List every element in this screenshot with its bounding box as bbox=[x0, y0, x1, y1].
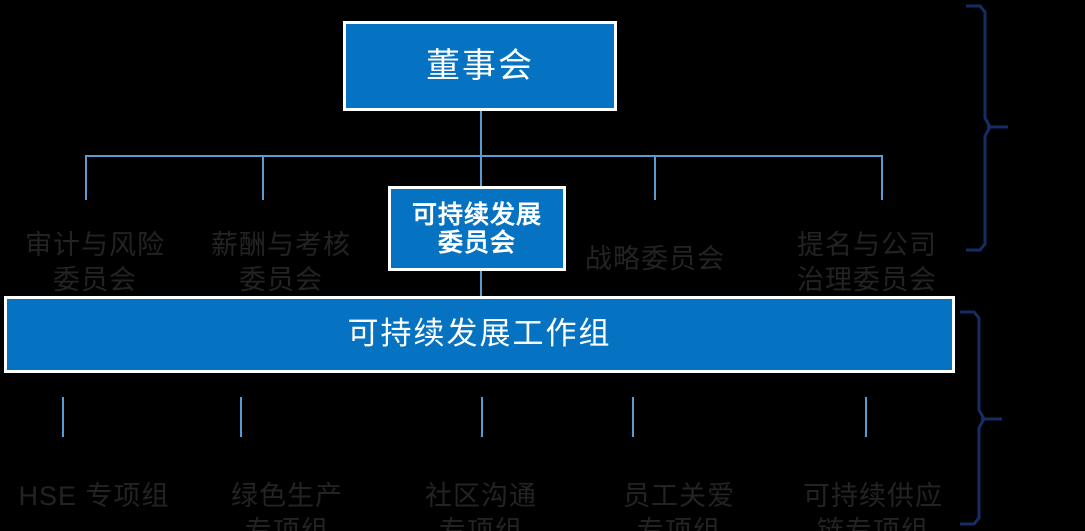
connector-team-5 bbox=[865, 397, 867, 437]
connector-board-down bbox=[480, 111, 482, 156]
node-board-label: 董事会 bbox=[426, 46, 534, 85]
connector-committee-5 bbox=[881, 155, 883, 200]
node-compensation-committee-label: 薪酬与考核 委员会 bbox=[211, 230, 351, 296]
workgroup-level-bracket-shape bbox=[960, 310, 1002, 526]
node-employee-care-team-label: 员工关爱 专项组 bbox=[623, 481, 735, 531]
connector-committee-4 bbox=[654, 155, 656, 200]
node-nomination-governance-committee[interactable]: 提名与公司 治理委员会 bbox=[772, 193, 962, 298]
connector-committee-3 bbox=[480, 155, 482, 187]
connector-team-1 bbox=[62, 397, 64, 437]
node-hse-team[interactable]: HSE 专项组 bbox=[0, 444, 194, 514]
node-green-production-team[interactable]: 绿色生产 专项组 bbox=[192, 444, 382, 531]
connector-team-4 bbox=[632, 397, 634, 437]
node-nomination-governance-committee-label: 提名与公司 治理委员会 bbox=[797, 230, 937, 296]
node-strategy-committee[interactable]: 战略委员会 bbox=[570, 207, 740, 277]
node-sustainability-workgroup-label: 可持续发展工作组 bbox=[347, 316, 612, 352]
connector-committee-rail bbox=[85, 155, 883, 157]
node-compensation-committee[interactable]: 薪酬与考核 委员会 bbox=[186, 193, 376, 298]
node-community-communication-team-label: 社区沟通 专项组 bbox=[425, 481, 537, 531]
connector-team-3 bbox=[481, 397, 483, 437]
node-community-communication-team[interactable]: 社区沟通 专项组 bbox=[386, 444, 576, 531]
node-hse-team-label: HSE 专项组 bbox=[18, 481, 170, 512]
node-sustainability-workgroup[interactable]: 可持续发展工作组 bbox=[4, 296, 955, 373]
node-green-production-team-label: 绿色生产 专项组 bbox=[231, 481, 343, 531]
workgroup-level-bracket bbox=[940, 300, 1015, 531]
node-strategy-committee-label: 战略委员会 bbox=[585, 244, 725, 275]
node-audit-risk-committee-label: 审计与风险 委员会 bbox=[25, 230, 165, 296]
node-sustainability-committee[interactable]: 可持续发展 委员会 bbox=[388, 186, 566, 271]
node-board-of-directors[interactable]: 董事会 bbox=[343, 21, 617, 111]
node-audit-risk-committee[interactable]: 审计与风险 委员会 bbox=[0, 193, 190, 298]
node-sustainable-supply-chain-team-label: 可持续供应 链专项组 bbox=[803, 481, 943, 531]
connector-team-2 bbox=[240, 397, 242, 437]
node-sustainability-committee-label: 可持续发展 委员会 bbox=[411, 200, 542, 257]
board-level-bracket bbox=[960, 0, 1015, 270]
connector-committee-1 bbox=[85, 155, 87, 200]
connector-committee-2 bbox=[262, 155, 264, 200]
connector-committee-to-workgroup bbox=[480, 270, 482, 298]
node-employee-care-team[interactable]: 员工关爱 专项组 bbox=[584, 444, 774, 531]
board-level-bracket-shape bbox=[966, 4, 1008, 252]
node-sustainable-supply-chain-team[interactable]: 可持续供应 链专项组 bbox=[778, 444, 968, 531]
